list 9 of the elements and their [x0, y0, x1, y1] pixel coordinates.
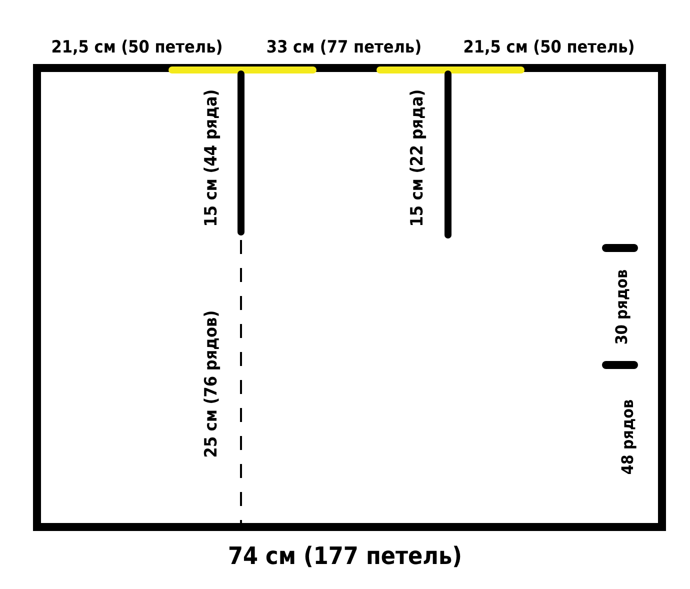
dimension-label: 33 см (77 петель): [266, 40, 422, 56]
dimension-label: 25 см (76 рядов): [204, 310, 220, 458]
dimension-label: 30 рядов: [614, 269, 630, 345]
dimension-label: 48 рядов: [620, 399, 636, 475]
dimension-label: 74 см (177 петель): [228, 544, 462, 568]
dimension-label: 15 см (44 ряда): [204, 89, 220, 227]
dimension-label: 15 см (22 ряда): [410, 89, 426, 227]
dimension-label: 21,5 см (50 петель): [463, 40, 635, 56]
dimension-label: 21,5 см (50 петель): [51, 40, 223, 56]
